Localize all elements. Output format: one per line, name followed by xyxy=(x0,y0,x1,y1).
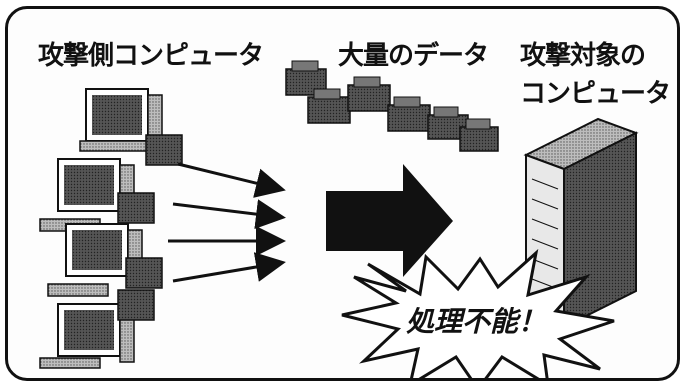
diagram-frame: 攻撃側コンピュータ 大量のデータ 攻撃対象の コンピュータ xyxy=(5,6,680,381)
diagram-scene: 処理不能！ xyxy=(39,60,639,378)
attacker-pc-icon xyxy=(47,223,163,297)
target-label-line2: コンピュータ xyxy=(520,79,671,109)
attack-arrows xyxy=(168,162,286,283)
overload-label: 処理不能！ xyxy=(406,305,546,338)
attacker-pc-icon xyxy=(39,289,155,369)
explosion-burst-icon xyxy=(341,248,615,378)
data-block-icons xyxy=(285,60,499,152)
attackers-label: 攻撃側コンピュータ xyxy=(38,41,264,71)
target-label-line1: 攻撃対象の xyxy=(520,41,646,71)
attacker-pc-icon xyxy=(39,158,155,232)
big-right-arrow-icon xyxy=(326,164,453,277)
data-label: 大量のデータ xyxy=(338,41,489,71)
attacker-pc-icon xyxy=(79,88,183,166)
